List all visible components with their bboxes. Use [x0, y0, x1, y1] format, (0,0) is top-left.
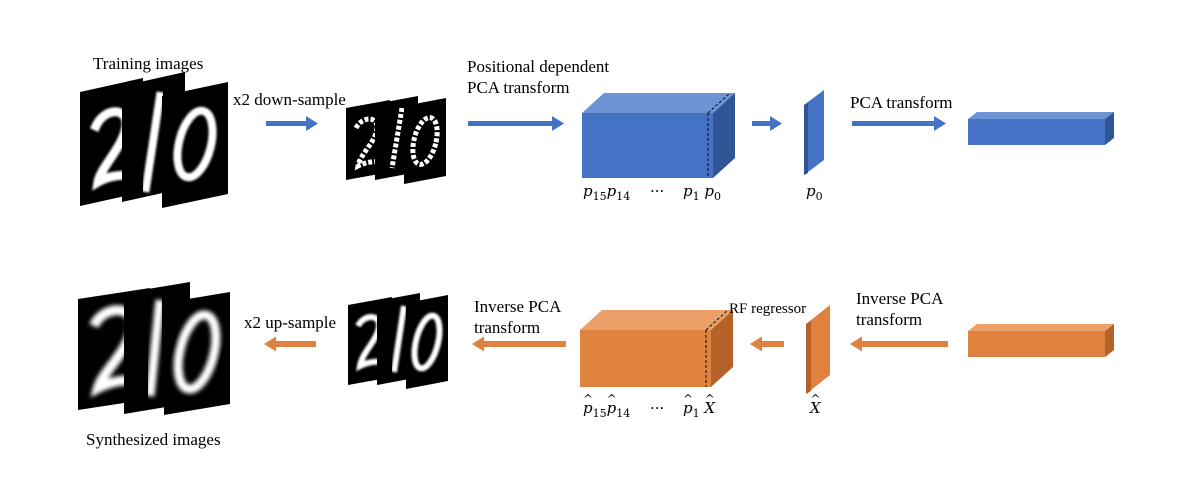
blue-feature-cuboid: [582, 92, 735, 178]
phat1-xhat-label: p1 X: [683, 389, 715, 424]
training-images-label: Training images: [93, 54, 204, 73]
reconstructed-small-images-stack: [348, 293, 448, 389]
blue-p0-slice: [804, 90, 824, 175]
inverse-pca-left-label: Inverse PCA transform: [474, 297, 561, 337]
xhat-slice-label: X: [810, 389, 821, 419]
synthesized-image-digit-0: [164, 292, 230, 415]
inverse-pca-left-arrow: [472, 336, 566, 352]
p1-p0-label: p1 p0: [683, 182, 721, 203]
orange-x-slice: [806, 305, 830, 394]
pd-pca-arrow: [468, 116, 564, 131]
synthesized-images-label: Synthesized images: [86, 430, 221, 449]
pd-pca-label: Positional dependent PCA transform: [467, 57, 610, 97]
top-ellipsis: ···: [650, 182, 665, 200]
orange-feature-bar: [968, 324, 1114, 357]
downsample-label: x2 down-sample: [233, 90, 346, 109]
downsampled-image-digit-0: [404, 98, 446, 184]
inverse-pca-right-arrow: [850, 336, 948, 352]
synthesized-images-stack: [78, 282, 230, 415]
downsampled-images-stack: [346, 96, 446, 184]
orange-feature-cuboid: [580, 309, 733, 387]
phat15-phat14-label: p15p14: [583, 389, 630, 424]
blue-pca-feature-bar: [968, 112, 1114, 145]
bottom-ellipsis: ···: [650, 399, 665, 417]
blue-slice-arrow: [752, 116, 782, 131]
downsample-arrow: [266, 116, 318, 131]
pca-transform-arrow: [852, 116, 946, 131]
rf-regressor-arrow: [750, 336, 784, 352]
p15-p14-label: p15p14: [583, 182, 631, 203]
reconstructed-small-digit-0: [406, 295, 448, 389]
training-image-digit-0: [162, 82, 228, 208]
rf-regressor-label: RF regressor: [729, 301, 807, 317]
training-images-stack: [80, 72, 228, 208]
upsample-label: x2 up-sample: [244, 313, 337, 332]
p0-slice-label: p0: [806, 182, 823, 203]
inverse-pca-right-label: Inverse PCA transform: [856, 289, 943, 329]
pca-transform-label: PCA transform: [850, 93, 953, 112]
upsample-arrow: [264, 336, 316, 352]
